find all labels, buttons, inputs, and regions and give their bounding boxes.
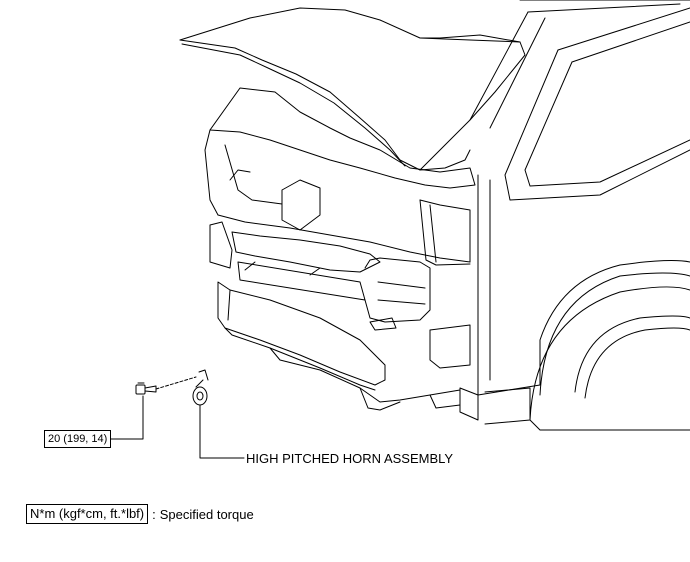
horn-label: HIGH PITCHED HORN ASSEMBLY: [246, 451, 454, 466]
legend-description: Specified torque: [159, 506, 254, 522]
bolt-icon: [135, 382, 157, 395]
front-end-structure: [204, 87, 476, 411]
install-guide-line: [155, 376, 197, 390]
vehicle-body: [459, 0, 690, 431]
horn-leader-line: [199, 404, 245, 459]
torque-leader-line: [110, 395, 144, 440]
horn-icon: [192, 369, 209, 406]
legend-unit-box: N*m (kgf*cm, ft.*lbf): [26, 504, 149, 524]
hood: [179, 7, 526, 171]
legend-separator: :: [152, 506, 156, 522]
torque-callout: 20 (199, 14): [44, 430, 112, 448]
torque-legend: N*m (kgf*cm, ft.*lbf) : Specified torque: [26, 504, 254, 524]
